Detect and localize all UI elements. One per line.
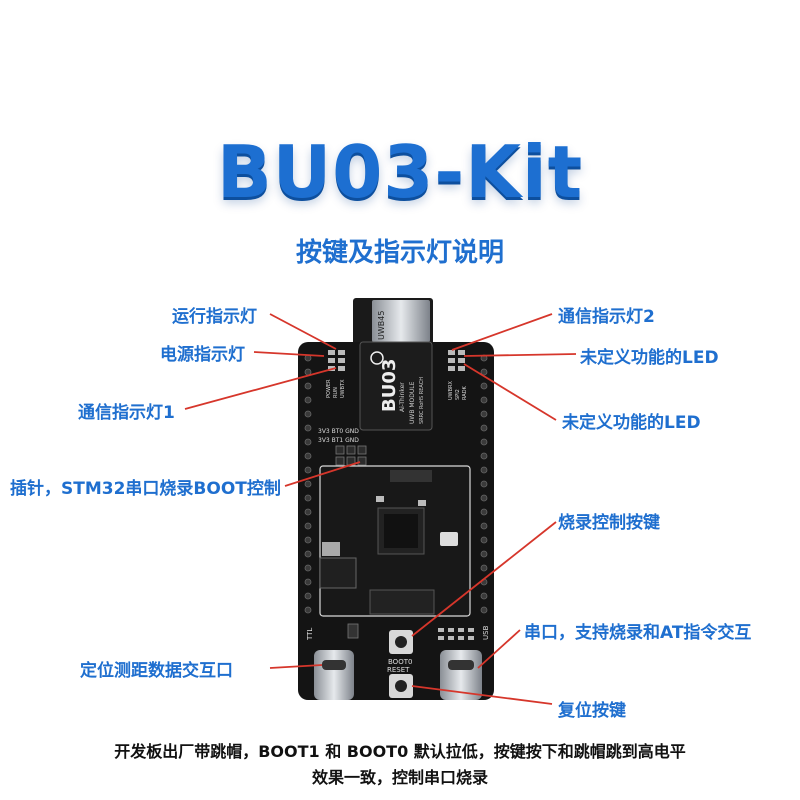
module-brand: Ai-Thinker: [399, 382, 406, 412]
boot-button[interactable]: [389, 630, 413, 654]
label-undef-led2: 未定义功能的LED: [562, 413, 701, 433]
reset-button-label: RESET: [387, 666, 410, 674]
label-run-led: 运行指示灯: [172, 307, 257, 327]
header-row2-label: 3V3 BT1 GND: [318, 437, 359, 444]
header-row1-label: 3V3 BT0 GND: [318, 428, 359, 435]
page-title: BU03-Kit: [216, 130, 584, 214]
usb-label: USB: [482, 625, 490, 640]
right-pin-header: [480, 354, 488, 614]
stm32-subboard: [319, 465, 471, 617]
pcb-board: POWER RUN UWBTX UWBRX SPI2 RADK BU03 Ai-…: [298, 341, 494, 700]
page-subtitle: 按键及指示灯说明: [295, 238, 504, 268]
module-type: UWB MODULE: [409, 381, 416, 424]
module-name: BU03: [379, 359, 400, 412]
right-led-label-uwbrx: UWBRX: [448, 380, 454, 400]
label-comm-led2: 通信指示灯2: [558, 307, 655, 327]
label-comm-led1: 通信指示灯1: [78, 403, 175, 423]
lower-pin-rows: [347, 623, 474, 640]
right-leds: [448, 350, 465, 371]
left-led-label-power: POWER: [326, 379, 332, 398]
antenna-label: UWB45: [377, 311, 386, 340]
label-reset-button: 复位按键: [558, 701, 626, 721]
leader-lines: [184, 313, 577, 705]
label-pins: 插针，STM32串口烧录BOOT控制: [10, 479, 281, 499]
uwb-module: BU03 Ai-Thinker UWB MODULE SRRC RoHS REA…: [359, 341, 433, 431]
left-led-label-uwbtx: UWBTX: [340, 379, 346, 398]
label-burn-button: 烧录控制按键: [558, 513, 660, 533]
label-positioning-port: 定位测距数据交互口: [80, 661, 233, 681]
left-pin-header: [304, 354, 312, 614]
ttl-label: TTL: [306, 628, 314, 641]
label-serial-port: 串口，支持烧录和AT指令交互: [524, 623, 752, 643]
usb-c-port-usb[interactable]: [440, 650, 482, 700]
right-led-label-radk: RADK: [462, 385, 468, 400]
right-led-label-spi2: SPI2: [455, 389, 461, 400]
boot-button-label: BOOT0: [388, 658, 412, 666]
reset-button[interactable]: [389, 674, 413, 698]
label-power-led: 电源指示灯: [160, 345, 245, 365]
left-led-label-run: RUN: [333, 387, 339, 398]
label-undef-led1: 未定义功能的LED: [580, 348, 719, 368]
module-cert: SRRC RoHS REACH: [419, 377, 425, 424]
footer-line2: 效果一致，控制串口烧录: [311, 768, 488, 787]
usb-c-port-ttl[interactable]: [314, 650, 354, 700]
footer-line1: 开发板出厂带跳帽，BOOT1 和 BOOT0 默认拉低，按键按下和跳帽跳到高电平: [114, 742, 686, 761]
